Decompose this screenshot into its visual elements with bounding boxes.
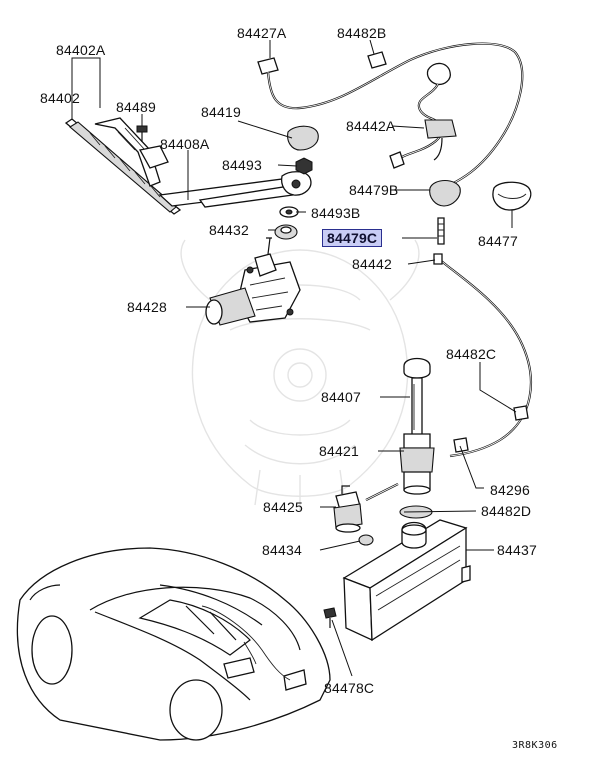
wiper-blade — [64, 117, 182, 215]
part-label-84489[interactable]: 84489 — [116, 99, 156, 115]
part-label-84493B[interactable]: 84493B — [311, 205, 361, 221]
filler-tube-84421 — [399, 433, 435, 495]
part-label-84296[interactable]: 84296 — [490, 482, 530, 498]
wiper-motor — [205, 237, 301, 326]
car-outline — [16, 547, 331, 741]
watermark-emblem — [180, 239, 420, 510]
nozzle-84479C — [437, 217, 445, 245]
part-label-84408A[interactable]: 84408A — [160, 136, 210, 152]
part-label-84442A[interactable]: 84442A — [346, 118, 396, 134]
part-label-84402[interactable]: 84402 — [40, 90, 80, 106]
part-label-84493[interactable]: 84493 — [222, 157, 262, 173]
part-label-84482D[interactable]: 84482D — [481, 503, 532, 519]
grommet-84434 — [358, 534, 374, 546]
clip-84296 — [453, 437, 469, 453]
diagram-code: 3R8K306 — [512, 740, 558, 751]
washer-hose-84442 — [433, 253, 532, 458]
part-label-84427A[interactable]: 84427A — [237, 25, 287, 41]
washer-84493B — [279, 206, 299, 218]
part-label-84421[interactable]: 84421 — [319, 443, 359, 459]
part-label-84407[interactable]: 84407 — [321, 389, 361, 405]
part-label-84425[interactable]: 84425 — [263, 499, 303, 515]
nozzle-84479B — [429, 179, 461, 207]
part-label-84437[interactable]: 84437 — [497, 542, 537, 558]
part-label-84479B[interactable]: 84479B — [349, 182, 399, 198]
bolt-84489 — [136, 125, 148, 142]
washer-hose-84427A — [257, 42, 524, 187]
grommet-84477 — [492, 181, 532, 211]
part-label-84442[interactable]: 84442 — [352, 256, 392, 272]
part-label-84419[interactable]: 84419 — [201, 104, 241, 120]
leader-lines — [71, 39, 517, 677]
wiper-arm — [158, 171, 312, 208]
part-label-84428[interactable]: 84428 — [127, 299, 167, 315]
seal-84432 — [274, 224, 298, 240]
part-label-84479C-highlighted[interactable]: 84479C — [322, 229, 383, 247]
part-label-84477[interactable]: 84477 — [478, 233, 518, 249]
arm-cover-84419 — [287, 125, 319, 151]
part-label-84402A[interactable]: 84402A — [56, 42, 106, 58]
hose-to-pump — [365, 483, 399, 501]
washer-motor-84425 — [333, 485, 363, 533]
washer-tank-84437 — [342, 505, 471, 642]
bolt-84478C — [323, 607, 337, 628]
clip-84482C — [513, 405, 529, 421]
part-label-84478C[interactable]: 84478C — [324, 680, 375, 696]
part-label-84482B[interactable]: 84482B — [337, 25, 387, 41]
part-label-84434[interactable]: 84434 — [262, 542, 302, 558]
clip-84482B — [367, 51, 387, 69]
nut-84493 — [295, 157, 313, 175]
part-label-84482C[interactable]: 84482C — [446, 346, 497, 362]
joint-84442A — [389, 62, 457, 169]
part-label-84432[interactable]: 84432 — [209, 222, 249, 238]
